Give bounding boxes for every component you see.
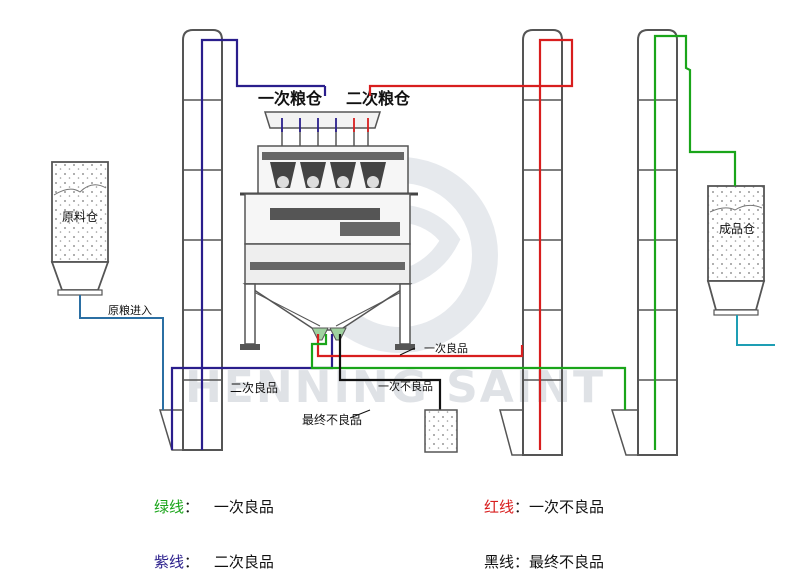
legend-purple-value: 二次良品 (213, 553, 274, 571)
legend-purple-sep: ： (184, 553, 200, 571)
purple-line-secondary-good (170, 38, 334, 450)
secondary-bin-label: 二次粮仓 (346, 89, 411, 108)
primary-bin-label: 一次粮仓 (258, 89, 323, 108)
primary-reject-label: 一次不良品 (378, 379, 433, 393)
legend-black-key: 黑线 (484, 553, 515, 571)
legend-purple-key: 紫线 (154, 553, 185, 571)
red-feed-drops (353, 118, 369, 132)
purple-feed-drops (281, 118, 337, 132)
bucket-elevator-3 (610, 29, 678, 456)
product-bin-label: 成品仓 (719, 222, 755, 236)
legend-green-sep: ： (184, 498, 200, 516)
primary-good-pointer (399, 347, 416, 356)
product-bin (706, 185, 766, 316)
primary-good-label: 一次良品 (424, 341, 468, 355)
final-reject-label: 最终不良品 (302, 412, 362, 427)
legend-green-value: 一次良品 (213, 498, 274, 516)
legend-black-value: 最终不良品 (529, 553, 605, 571)
legend-black-sep: ： (514, 553, 530, 571)
raw-intake-pipe (79, 295, 164, 410)
raw-inlet-label: 原粮进入 (108, 303, 152, 317)
color-sorter-machine (240, 111, 418, 350)
raw-bin-label: 原料仓 (62, 210, 98, 224)
final-reject-bin (424, 409, 458, 453)
raw-material-bin (50, 161, 110, 296)
legend-green-key: 绿线 (154, 498, 185, 516)
watermark-text: HENNING SAINT (185, 362, 605, 413)
final-reject-pointer (349, 409, 371, 419)
product-outlet-pipe (736, 315, 775, 346)
legend-red-value: 一次不良品 (529, 498, 605, 516)
green-line-primary-good (310, 34, 737, 450)
legend-red-sep: ： (514, 498, 530, 516)
legend-black: 黑线：最终不良品 (484, 551, 604, 572)
black-line-final-reject (338, 334, 442, 410)
legend-red: 红线：一次不良品 (484, 496, 604, 517)
legend-red-key: 红线 (484, 498, 515, 516)
secondary-good-label: 二次良品 (230, 380, 278, 395)
legend-purple: 紫线： 二次良品 (154, 551, 274, 572)
legend-green: 绿线： 一次良品 (154, 496, 274, 517)
